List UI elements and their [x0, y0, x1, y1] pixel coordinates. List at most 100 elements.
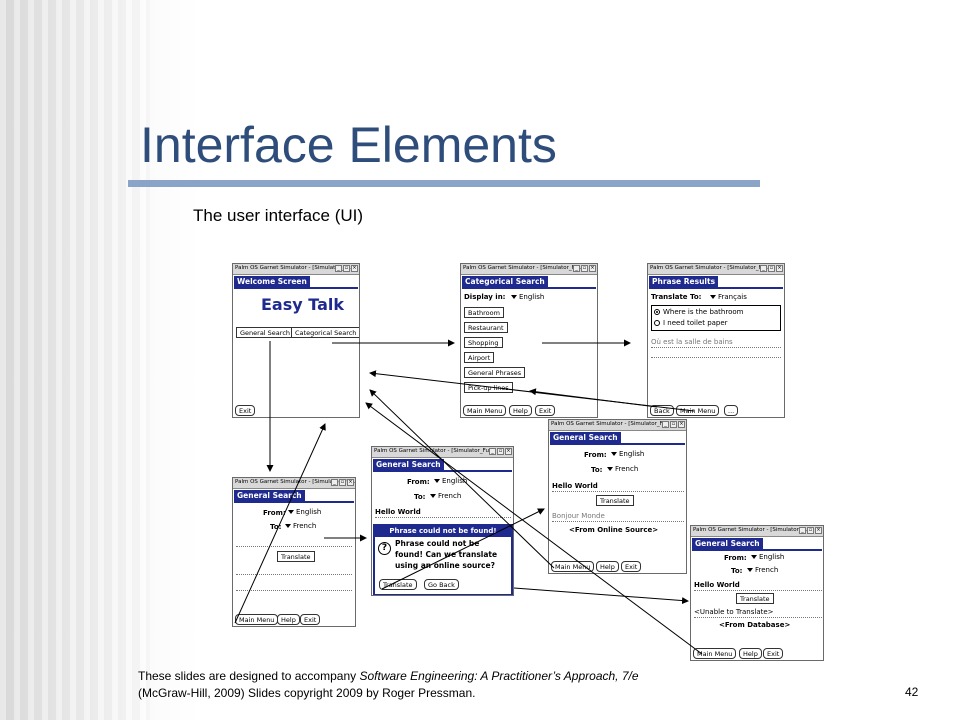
- category-button-pick-up-lines[interactable]: Pick-up lines: [464, 382, 513, 393]
- close-icon[interactable]: ×: [815, 527, 822, 534]
- dropdown-arrow-icon: [710, 295, 716, 299]
- exit-button[interactable]: Exit: [763, 648, 784, 659]
- restore-icon[interactable]: ▫: [581, 265, 588, 272]
- translate-to-select[interactable]: Français: [710, 293, 747, 301]
- header-rule: [462, 287, 596, 289]
- close-icon[interactable]: ×: [589, 265, 596, 272]
- minimize-icon[interactable]: _: [799, 527, 806, 534]
- window-titlebar: Palm OS Garnet Simulator - [Simulator_Fu…: [461, 264, 597, 275]
- from-label: From:: [263, 509, 286, 517]
- main-menu-button[interactable]: Main Menu: [693, 648, 737, 659]
- dialog-text-line-3: using an online source?: [395, 561, 495, 570]
- dropdown-arrow-icon: [751, 555, 757, 559]
- window-title: Palm OS Garnet Simulator - [Simulator_Fu…: [235, 265, 356, 271]
- display-in-select[interactable]: English: [511, 293, 544, 301]
- translation-text: Où est la salle de bains: [651, 338, 733, 346]
- categorical-search-button[interactable]: Categorical Search: [291, 327, 359, 338]
- close-icon[interactable]: ×: [347, 479, 354, 486]
- minimize-icon[interactable]: _: [335, 265, 342, 272]
- translate-button[interactable]: Translate: [277, 551, 315, 562]
- from-label: From:: [407, 478, 430, 486]
- window-title: Palm OS Garnet Simulator - [Simulator_Fu…: [650, 265, 771, 271]
- restore-icon[interactable]: ▫: [670, 421, 677, 428]
- more-button[interactable]: ...: [724, 405, 739, 416]
- exit-button[interactable]: Exit: [235, 405, 256, 416]
- exit-button[interactable]: Exit: [535, 405, 556, 416]
- translate-button[interactable]: Translate: [736, 593, 774, 604]
- to-label: To:: [270, 523, 282, 531]
- restore-icon[interactable]: ▫: [343, 265, 350, 272]
- minimize-icon[interactable]: _: [662, 421, 669, 428]
- restore-icon[interactable]: ▫: [339, 479, 346, 486]
- back-button[interactable]: Back: [650, 405, 674, 416]
- from-select[interactable]: English: [288, 508, 321, 516]
- to-label: To:: [414, 493, 426, 501]
- translate-button[interactable]: Translate: [596, 495, 634, 506]
- category-button-bathroom[interactable]: Bathroom: [464, 307, 504, 318]
- footer-text: These slides are designed to accompany: [138, 669, 360, 683]
- exit-button[interactable]: Exit: [300, 614, 321, 625]
- to-select[interactable]: French: [285, 522, 316, 530]
- category-button-general-phrases[interactable]: General Phrases: [464, 367, 526, 378]
- phrase-option-toilet-paper[interactable]: I need toilet paper: [654, 319, 728, 327]
- dialog-text-line-1: Phrase could not be: [395, 539, 480, 548]
- phrase-input-text[interactable]: Hello World: [552, 482, 598, 490]
- close-icon[interactable]: ×: [678, 421, 685, 428]
- dialog-translate-button[interactable]: Translate: [379, 579, 417, 590]
- help-button[interactable]: Help: [596, 561, 619, 572]
- phrase-option-bathroom[interactable]: Where is the bathroom: [654, 308, 743, 316]
- restore-icon[interactable]: ▫: [807, 527, 814, 534]
- main-menu-button[interactable]: Main Menu: [463, 405, 507, 416]
- from-select[interactable]: English: [434, 477, 467, 485]
- dropdown-arrow-icon: [434, 479, 440, 483]
- category-button-shopping[interactable]: Shopping: [464, 337, 503, 348]
- input-line: [694, 590, 822, 591]
- radio-selected-icon: [654, 309, 660, 315]
- window-titlebar: Palm OS Garnet Simulator - [Simulator_Fu…: [233, 264, 359, 275]
- from-select[interactable]: English: [751, 553, 784, 561]
- restore-icon[interactable]: ▫: [497, 448, 504, 455]
- from-select[interactable]: English: [611, 450, 644, 458]
- header-rule: [649, 287, 783, 289]
- exit-button[interactable]: Exit: [621, 561, 642, 572]
- minimize-icon[interactable]: _: [760, 265, 767, 272]
- phrase-input-text[interactable]: Hello World: [375, 508, 421, 516]
- to-select[interactable]: French: [747, 566, 778, 574]
- arrow-dialog-translate-to-general-search-3: [381, 508, 545, 590]
- dotted-line: [236, 590, 352, 591]
- general-search-window-3: Palm OS Garnet Simulator - [Simulator_Fu…: [548, 419, 687, 574]
- to-select[interactable]: French: [607, 465, 638, 473]
- minimize-icon[interactable]: _: [573, 265, 580, 272]
- screen-header: General Search: [234, 490, 305, 501]
- help-button[interactable]: Help: [509, 405, 532, 416]
- category-button-restaurant[interactable]: Restaurant: [464, 322, 508, 333]
- help-button[interactable]: Help: [739, 648, 762, 659]
- dialog-go-back-button[interactable]: Go Back: [424, 579, 459, 590]
- general-search-window-1: Palm OS Garnet Simulator - [Simulator_Fu…: [232, 477, 356, 627]
- app-name: Easy Talk: [261, 295, 345, 314]
- close-icon[interactable]: ×: [351, 265, 358, 272]
- header-rule: [373, 470, 512, 472]
- help-button[interactable]: Help: [277, 614, 300, 625]
- window-title: Palm OS Garnet Simulator - [Simulator_Fu…: [374, 448, 495, 454]
- to-select[interactable]: French: [430, 492, 461, 500]
- input-line[interactable]: [236, 546, 352, 547]
- source-label: <From Database>: [719, 621, 791, 629]
- from-label: From:: [724, 554, 747, 562]
- restore-icon[interactable]: ▫: [768, 265, 775, 272]
- main-menu-button[interactable]: Main Menu: [551, 561, 595, 572]
- from-label: From:: [584, 451, 607, 459]
- window-title: Palm OS Garnet Simulator - [Simulator_Fu…: [693, 527, 814, 533]
- close-icon[interactable]: ×: [776, 265, 783, 272]
- close-icon[interactable]: ×: [505, 448, 512, 455]
- dropdown-arrow-icon: [511, 295, 517, 299]
- categorical-search-window: Palm OS Garnet Simulator - [Simulator_Fu…: [460, 263, 598, 418]
- title-underline: [128, 180, 760, 187]
- source-label: <From Online Source>: [569, 526, 659, 534]
- translation-result: Bonjour Monde: [552, 512, 605, 520]
- category-button-airport[interactable]: Airport: [464, 352, 495, 363]
- phrase-input-text[interactable]: Hello World: [694, 581, 740, 589]
- minimize-icon[interactable]: _: [489, 448, 496, 455]
- minimize-icon[interactable]: _: [331, 479, 338, 486]
- main-menu-button[interactable]: Main Menu: [676, 405, 720, 416]
